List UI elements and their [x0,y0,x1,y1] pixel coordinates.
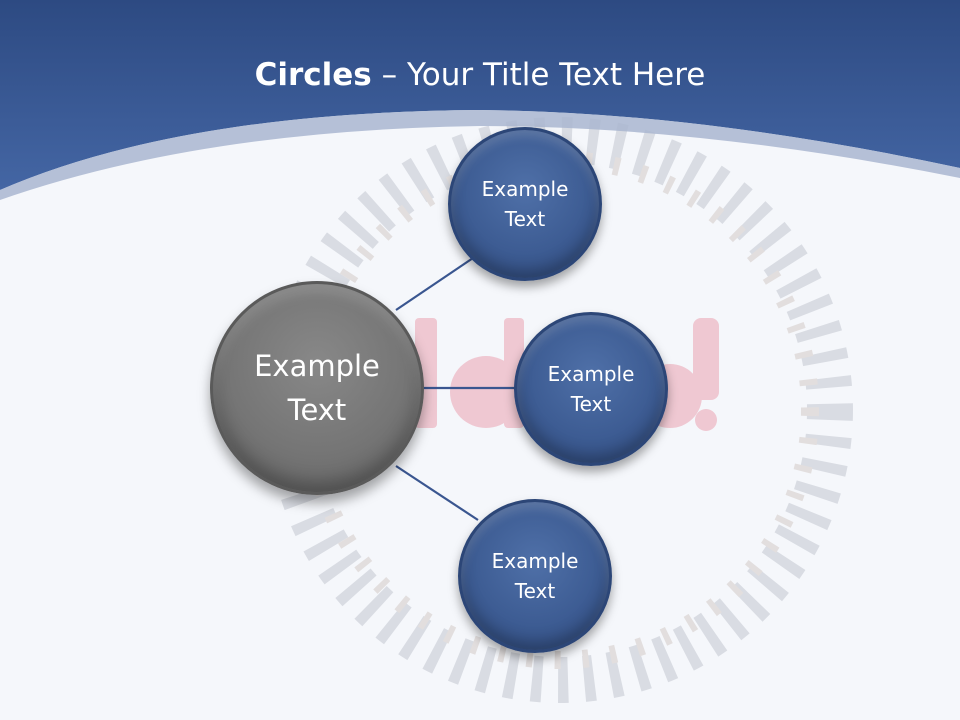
connector-lines [395,255,516,521]
circle-node-middle-label: Example Text [547,362,635,416]
title-rest: – Your Title Text Here [371,57,706,93]
circle-node-top-label: Example Text [481,177,569,231]
header-band [0,0,960,190]
circle-node-top[interactable]: Example Text [448,127,602,281]
connector-1 [395,255,477,311]
connector-3 [395,465,479,521]
circle-node-middle[interactable]: Example Text [514,312,668,466]
center-circle[interactable]: Example Text [210,281,424,495]
circle-node-bottom[interactable]: Example Text [458,499,612,653]
circle-node-bottom-label: Example Text [491,549,579,603]
slide-title: Circles – Your Title Text Here [0,54,960,96]
title-bold: Circles [254,57,372,93]
header-swoosh [0,110,960,200]
center-circle-label: Example Text [254,349,380,427]
